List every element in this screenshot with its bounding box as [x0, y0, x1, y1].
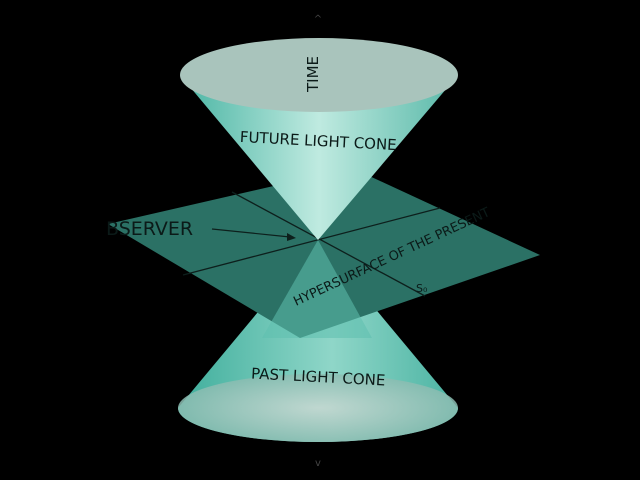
observer-arrowhead-icon [287, 233, 296, 241]
future-cone-top [180, 38, 458, 112]
observer-arrow [211, 228, 291, 238]
down-arrow-icon: v [315, 458, 321, 469]
plane-axis-line-2 [182, 207, 441, 276]
plane-axis-line-1 [231, 191, 426, 297]
cone-intersection-lower [262, 240, 372, 338]
up-arrow-icon: ^ [314, 14, 322, 25]
s0-label: S₀ [416, 282, 428, 295]
observer-label: BSERVER [106, 218, 193, 240]
time-label: TIME [304, 56, 322, 93]
future-light-cone [180, 75, 458, 240]
past-cone-base [178, 374, 458, 442]
